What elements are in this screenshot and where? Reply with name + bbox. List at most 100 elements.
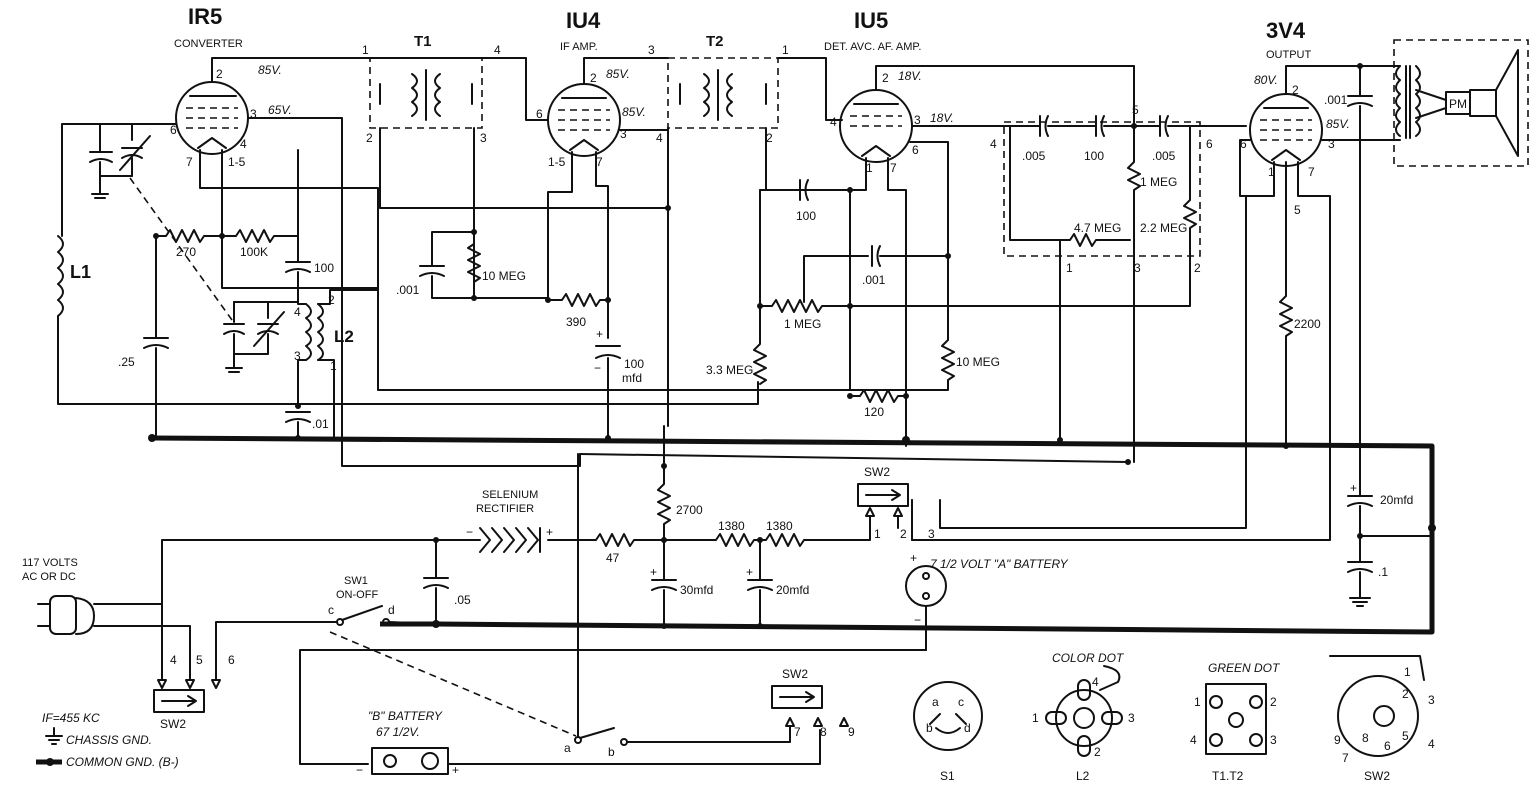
svg-text:.001: .001 [396, 283, 420, 297]
svg-text:270: 270 [176, 245, 196, 259]
svg-text:5: 5 [1294, 203, 1301, 217]
svg-text:7: 7 [890, 161, 897, 175]
svg-text:7: 7 [1342, 751, 1349, 765]
svg-text:20mfd: 20mfd [776, 583, 809, 597]
pinout-s1-label: S1 [940, 769, 955, 783]
svg-text:1: 1 [1032, 711, 1039, 725]
svg-text:1380: 1380 [718, 519, 745, 533]
transformer-t2-label: T2 [706, 33, 724, 50]
svg-text:+: + [1350, 481, 1357, 495]
svg-text:3: 3 [250, 107, 257, 121]
capacitor-0-001-output: .001 [1324, 65, 1373, 447]
tube-3v4-function: OUTPUT [1266, 49, 1312, 61]
switch-sw2-a-label: SW2 [864, 465, 890, 479]
resistor-270: 270 [155, 229, 223, 259]
potentiometer-1meg: 1 MEG [759, 245, 1191, 331]
svg-text:2: 2 [1270, 695, 1277, 709]
capacitor-0-05: .05 [423, 539, 471, 625]
switch-sw2-b: SW2 4 5 6 [153, 653, 235, 731]
switch-sw1: SW1 ON-OFF c d [215, 575, 437, 681]
svg-text:.005: .005 [1152, 149, 1176, 163]
svg-text:2: 2 [1402, 687, 1409, 701]
legend-chassis-ground: CHASSIS GND. [66, 733, 152, 747]
svg-text:10 MEG: 10 MEG [956, 355, 1000, 369]
svg-text:8: 8 [820, 725, 827, 739]
pinout-sw2-label: SW2 [1364, 769, 1390, 783]
tube-ir5-name: IR5 [188, 4, 222, 29]
svg-text:6: 6 [228, 653, 235, 667]
resistor-47: 47 [547, 533, 665, 565]
tube-iu5: IU5 DET. AVC. AF. AMP. 2 18V. 4 3 18V. 6… [824, 8, 1135, 447]
switch-sw2-a: SW2 1 2 3 [857, 465, 935, 541]
tuning-capacitor-antenna [223, 301, 299, 373]
svg-text:2200: 2200 [1294, 317, 1321, 331]
tube-ir5: IR5 CONVERTER 2 85V. 3 65V. 6 7 4 1-5 [61, 4, 581, 467]
switch-sw2-c-label: SW2 [782, 667, 808, 681]
svg-text:1: 1 [866, 161, 873, 175]
svg-text:a: a [564, 741, 571, 755]
pinout-l2-label: L2 [1076, 769, 1090, 783]
svg-text:7: 7 [596, 155, 603, 169]
svg-text:d: d [388, 603, 395, 617]
resistor-120: 120 [849, 389, 907, 419]
svg-text:SELENIUM: SELENIUM [482, 489, 538, 501]
iu4-screen-voltage: 85V. [622, 105, 646, 119]
3v4-plate-voltage: 80V. [1254, 73, 1278, 87]
resistor-1380-a: 1380 [663, 519, 761, 547]
svg-text:1: 1 [362, 43, 369, 57]
svg-text:−: − [356, 763, 363, 777]
svg-text:4: 4 [1428, 737, 1435, 751]
speaker-pm: PM [1393, 39, 1529, 167]
speaker-pm-label: PM [1449, 97, 1467, 111]
svg-text:100: 100 [314, 261, 334, 275]
svg-text:a: a [932, 695, 939, 709]
svg-text:4: 4 [830, 115, 837, 129]
svg-text:1 MEG: 1 MEG [784, 317, 821, 331]
resistor-2700: 2700 [657, 425, 703, 541]
ir5-screen-voltage: 65V. [268, 103, 292, 117]
iu4-plate-voltage: 85V. [606, 67, 630, 81]
svg-text:1: 1 [1194, 695, 1201, 709]
b-battery-voltage: 67 1/2V. [376, 725, 420, 739]
svg-text:5: 5 [1402, 729, 1409, 743]
svg-text:9: 9 [848, 725, 855, 739]
svg-text:9: 9 [1334, 733, 1341, 747]
svg-text:2: 2 [766, 131, 773, 145]
svg-text:1 MEG: 1 MEG [1140, 175, 1177, 189]
capacitor-0-001-af: .001 [803, 245, 949, 303]
svg-text:mfd: mfd [622, 371, 642, 385]
pinout-sw2: 1 2 3 4 5 6 7 8 9 SW2 [1329, 655, 1435, 783]
pinout-t1t2-label: T1.T2 [1212, 769, 1244, 783]
svg-text:4: 4 [990, 137, 997, 151]
svg-text:−: − [594, 361, 601, 375]
tube-iu4-function: IF AMP. [560, 41, 598, 53]
svg-text:3: 3 [1428, 693, 1435, 707]
tube-3v4-name: 3V4 [1266, 18, 1306, 43]
legend-if-frequency: IF=455 KC [42, 711, 100, 725]
pinout-l2-title: COLOR DOT [1052, 651, 1125, 665]
selenium-rectifier: SELENIUM RECTIFIER − + [435, 489, 553, 553]
coil-l1: L1 [57, 235, 759, 405]
switch-sw-ab: a b [329, 453, 791, 759]
svg-text:6: 6 [1384, 739, 1391, 753]
svg-text:+: + [650, 565, 657, 579]
svg-text:3: 3 [914, 113, 921, 127]
svg-text:100: 100 [624, 357, 644, 371]
svg-text:390: 390 [566, 315, 586, 329]
capacitor-20mfd-supply: + 20mfd [746, 539, 809, 627]
svg-text:c: c [328, 603, 334, 617]
svg-text:2: 2 [1194, 261, 1201, 275]
svg-text:6: 6 [170, 123, 177, 137]
resistor-10meg-avc: 10 MEG [467, 231, 526, 299]
a-battery: 7 1/2 VOLT "A" BATTERY + a − [299, 551, 1069, 765]
svg-text:.1: .1 [1378, 565, 1388, 579]
svg-text:1-5: 1-5 [228, 155, 246, 169]
svg-text:4.7 MEG: 4.7 MEG [1074, 221, 1121, 235]
svg-text:3.3 MEG: 3.3 MEG [706, 363, 753, 377]
iu5-screen-voltage: 18V. [930, 111, 954, 125]
svg-text:120: 120 [864, 405, 884, 419]
tube-iu5-name: IU5 [854, 8, 888, 33]
svg-text:5: 5 [196, 653, 203, 667]
svg-text:−: − [466, 525, 473, 539]
pinout-t1t2: GREEN DOT 1 2 3 4 T1.T2 [1190, 661, 1281, 783]
